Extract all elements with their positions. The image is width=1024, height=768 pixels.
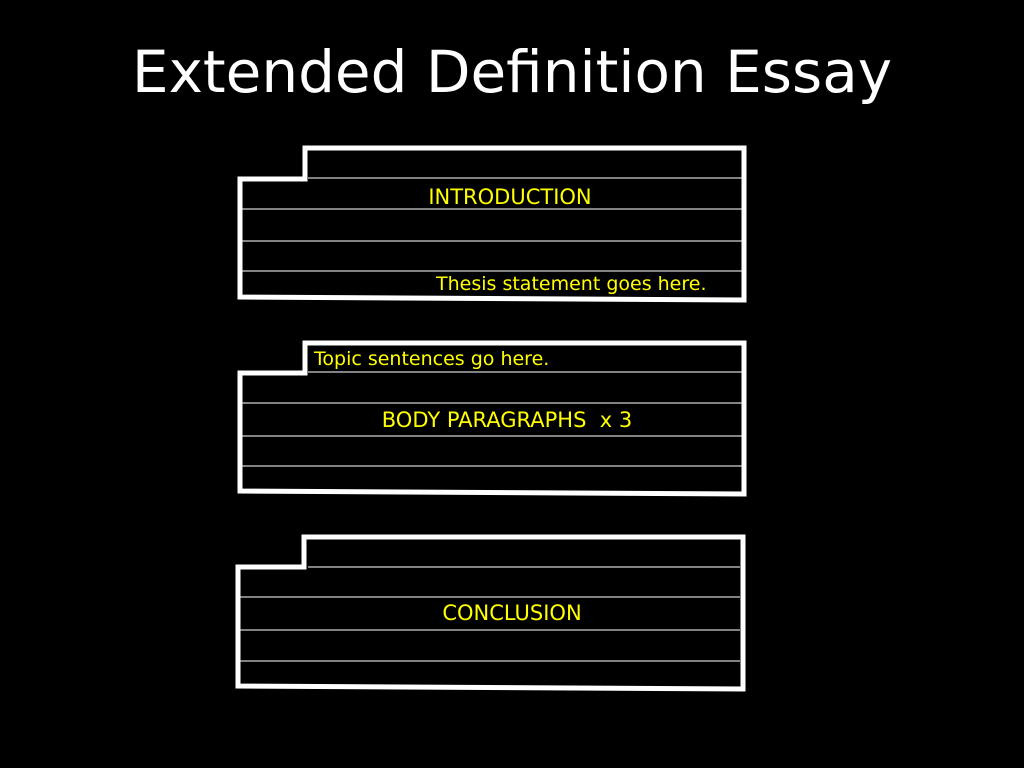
- body-paragraphs-label: BODY PARAGRAPHS x 3: [381, 408, 633, 432]
- introduction-outline: [237, 145, 747, 303]
- introduction-label: INTRODUCTION: [428, 185, 592, 209]
- conclusion-outline: [235, 534, 746, 692]
- topic-sentences-note: Topic sentences go here.: [314, 348, 550, 370]
- slide-title: Extended Definition Essay: [131, 38, 893, 106]
- body-outline: [237, 340, 747, 497]
- thesis-note: Thesis statement goes here.: [436, 273, 707, 295]
- conclusion-label: CONCLUSION: [442, 601, 582, 625]
